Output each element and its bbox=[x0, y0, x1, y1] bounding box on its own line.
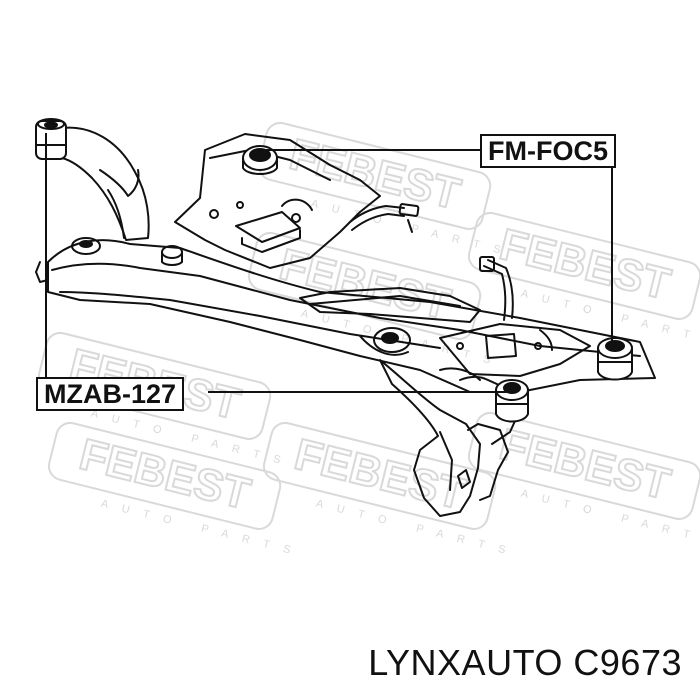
center-plate bbox=[299, 287, 481, 323]
center-boss bbox=[373, 327, 411, 353]
rear-top-plate bbox=[174, 133, 381, 269]
bushing-left-top bbox=[35, 118, 67, 160]
callout-part-fm-foc5: FM-FOC5 bbox=[480, 134, 616, 168]
rear-right-plate bbox=[439, 323, 591, 377]
left-arm-tower bbox=[61, 126, 150, 241]
callout-part-mzab-127: MZAB-127 bbox=[36, 377, 185, 411]
product-caption: LYNXAUTO C9673 bbox=[368, 642, 682, 683]
bushing-rear-top bbox=[242, 145, 278, 175]
bushing-right-rear bbox=[597, 337, 633, 381]
bushing-rear-arm bbox=[495, 379, 529, 423]
leader-lines bbox=[45, 133, 613, 393]
rear-arm-bracket bbox=[379, 359, 481, 517]
brake-tube-upper bbox=[349, 205, 405, 223]
watermark-layer: FEBEST AUTO PARTS FEBEST AUTO PARTS FEBE… bbox=[37, 121, 700, 560]
subframe-line-art bbox=[35, 118, 656, 517]
brake-tube-lower bbox=[487, 259, 514, 319]
